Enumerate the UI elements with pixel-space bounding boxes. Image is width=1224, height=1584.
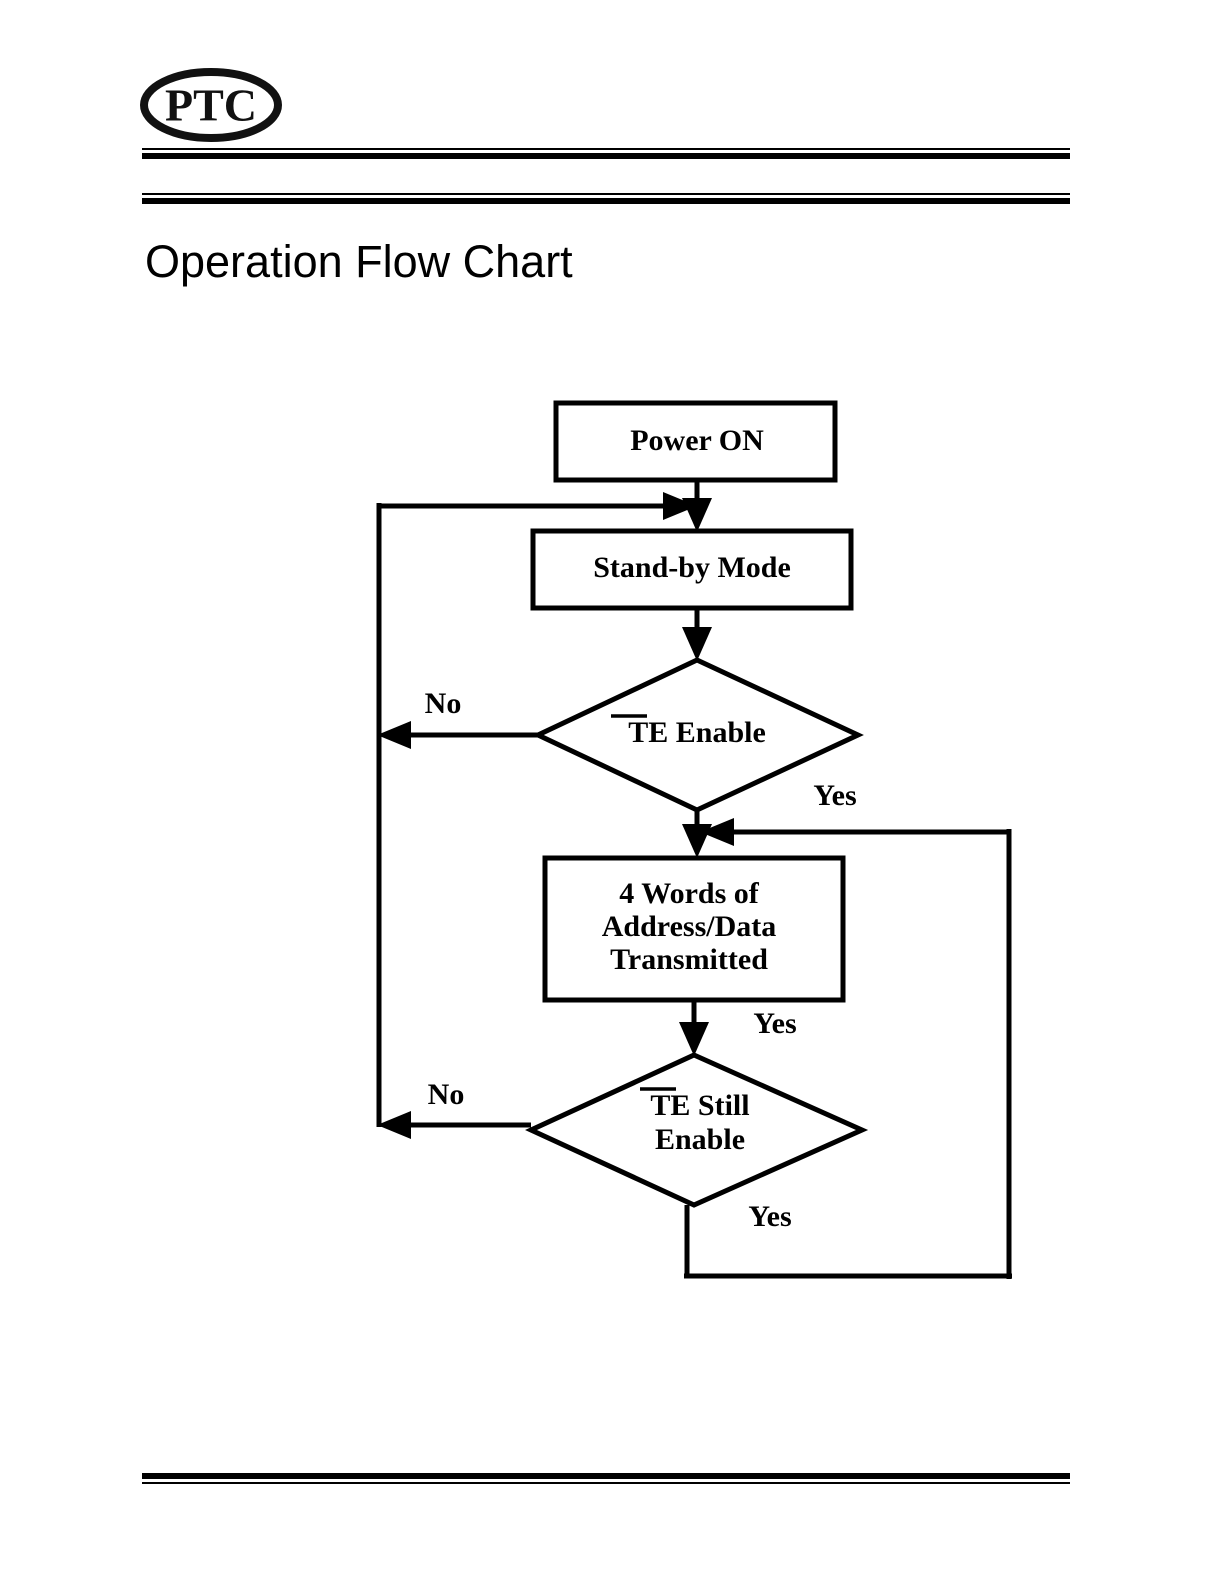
node-transmit-line3: Transmitted xyxy=(610,943,768,976)
node-transmit xyxy=(542,855,846,1003)
rule-thick-line xyxy=(142,198,1070,204)
node-te-enable xyxy=(532,657,864,813)
arrow-head-no-bottom xyxy=(377,1111,411,1139)
edge-label-yes-bottom: Yes xyxy=(748,1200,791,1233)
arrow-head-standby-in xyxy=(682,498,712,532)
arrow-head-te-enable-in xyxy=(682,627,712,661)
rule-thick-line xyxy=(142,1473,1070,1479)
edge-label-no-top: No xyxy=(425,687,462,720)
edge-label-no-bottom: No xyxy=(428,1078,465,1111)
edge-label-yes-mid: Yes xyxy=(753,1007,796,1040)
node-standby-mode xyxy=(530,528,854,611)
node-transmit-line2: Address/Data xyxy=(602,910,776,943)
ptc-logo: PTC xyxy=(139,66,283,144)
edge-label-yes-top: Yes xyxy=(813,779,856,812)
node-te-enable-rest-text: Enable xyxy=(668,716,766,749)
node-te-enable-overlined-text: TE xyxy=(628,716,668,749)
rule-thin-line xyxy=(142,148,1070,150)
node-standby-mode-label: Stand-by Mode xyxy=(593,551,791,584)
header-rule-second xyxy=(142,193,1070,204)
arrow-head-left-feedback-join xyxy=(663,492,697,520)
node-te-still-enable-line1: TE Still xyxy=(650,1089,749,1122)
ptc-logo-text: PTC xyxy=(165,80,257,131)
node-te-still-rest-text: Still xyxy=(690,1089,749,1122)
node-te-still-enable-line2: Enable xyxy=(655,1123,745,1156)
footer-rule xyxy=(142,1473,1070,1484)
arrow-head-transmit-in xyxy=(682,824,712,858)
arrow-head-te-still-in xyxy=(679,1022,709,1056)
node-power-on xyxy=(553,400,838,483)
node-transmit-line1: 4 Words of xyxy=(619,877,759,910)
node-power-on-label: Power ON xyxy=(630,424,764,457)
rule-thick-line xyxy=(142,153,1070,159)
node-te-still-overlined-text: TE xyxy=(650,1089,690,1122)
page-title: Operation Flow Chart xyxy=(145,236,573,287)
rule-thin-line xyxy=(142,1482,1070,1484)
rule-thin-line xyxy=(142,193,1070,195)
arrow-head-no-top xyxy=(377,721,411,749)
header-rule-top xyxy=(142,148,1070,159)
arrow-head-right-feedback-join xyxy=(700,818,734,846)
node-te-still-enable xyxy=(525,1052,869,1208)
node-te-enable-label: TE Enable xyxy=(628,716,766,749)
